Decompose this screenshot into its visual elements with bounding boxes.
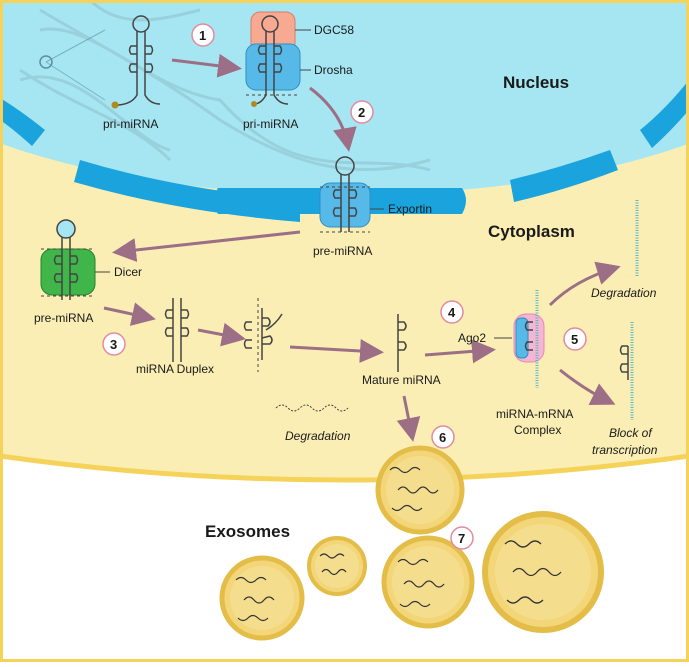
step-3-badge: [102, 332, 126, 356]
blocked-mrna: [619, 322, 634, 420]
step-5-number: 5: [571, 332, 578, 347]
drosha-label: Drosha: [314, 63, 353, 77]
pre-mirna-exporting: [320, 156, 370, 233]
degradation-bottom-label: Degradation: [285, 429, 351, 443]
step-2-number: 2: [358, 105, 365, 120]
step-5-badge: [563, 327, 587, 351]
pre-mirna-top-label: pre-miRNA: [313, 244, 372, 258]
mirna-duplex-label: miRNA Duplex: [136, 362, 214, 376]
pri-mirna-left: [111, 15, 161, 109]
arrow-to-complex: [424, 339, 496, 364]
exosome-1: [219, 555, 305, 641]
dicer-label: Dicer: [114, 265, 142, 279]
mature-mirna-label: Mature miRNA: [362, 373, 441, 387]
arrow-to-block: [559, 368, 616, 406]
step-3-number: 3: [110, 337, 117, 352]
arrow-step2: [309, 86, 357, 152]
complex-label-line1: miRNA-mRNA: [496, 407, 573, 421]
mature-mirna: [397, 314, 407, 372]
block-label-line1: Block of: [609, 426, 653, 440]
pri-mirna-left-label: pri-miRNA: [103, 117, 158, 131]
unwinding-duplex: [243, 298, 283, 372]
step-1-badge: [191, 23, 215, 47]
arrow-step1: [171, 53, 242, 78]
step-4-badge: [440, 300, 464, 324]
arrow-to-exosome: [396, 395, 421, 442]
dna-zoom-circle: [39, 55, 53, 69]
cytoplasm-label: Cytoplasm: [488, 222, 575, 241]
pre-mirna-loop: [56, 219, 76, 239]
step-2-badge: [350, 100, 374, 124]
step-1-number: 1: [199, 28, 206, 43]
block-label-line2: transcription: [592, 443, 658, 457]
step-7-badge: [450, 526, 474, 550]
dna-strands: [19, 0, 431, 172]
degraded-strand: [275, 404, 349, 412]
exosome-4: [482, 511, 604, 633]
dicer-protein: [40, 248, 96, 296]
nucleus-label: Nucleus: [503, 73, 569, 92]
ago2-label: Ago2: [458, 331, 486, 345]
exosome-2: [307, 536, 367, 596]
pre-mirna-left-label: pre-miRNA: [34, 311, 93, 325]
mirna-duplex: [164, 298, 190, 362]
complex-label-line2: Complex: [514, 423, 561, 437]
mirna-mrna-complex: [513, 290, 545, 388]
degradation-top-label: Degradation: [591, 286, 657, 300]
step-6-number: 6: [439, 430, 446, 445]
drosha-protein: [245, 43, 301, 91]
dna-zoom: [45, 29, 106, 101]
arrow-to-dicer: [112, 230, 301, 262]
step-6-badge: [431, 425, 455, 449]
pri-mirna-right-label: pri-miRNA: [243, 117, 298, 131]
pre-mirna-dicer: [41, 237, 95, 300]
nucleus: [0, 0, 689, 195]
arrow-to-duplex: [103, 302, 156, 326]
exosome-budding: [375, 445, 465, 535]
exosome-3: [381, 535, 475, 629]
exosomes-label: Exosomes: [205, 522, 290, 541]
arrow-to-mature: [289, 338, 384, 363]
exosomes-group: [219, 445, 604, 641]
exportin-protein: [319, 182, 371, 228]
pri-mirna-processed: [246, 15, 300, 107]
arrow-to-degradation: [548, 261, 621, 307]
arrow-unwind: [197, 322, 246, 347]
step-7-number: 7: [458, 531, 465, 546]
dgc58-label: DGC58: [314, 23, 354, 37]
exportin-label: Exportin: [388, 202, 432, 216]
step-4-number: 4: [448, 305, 456, 320]
